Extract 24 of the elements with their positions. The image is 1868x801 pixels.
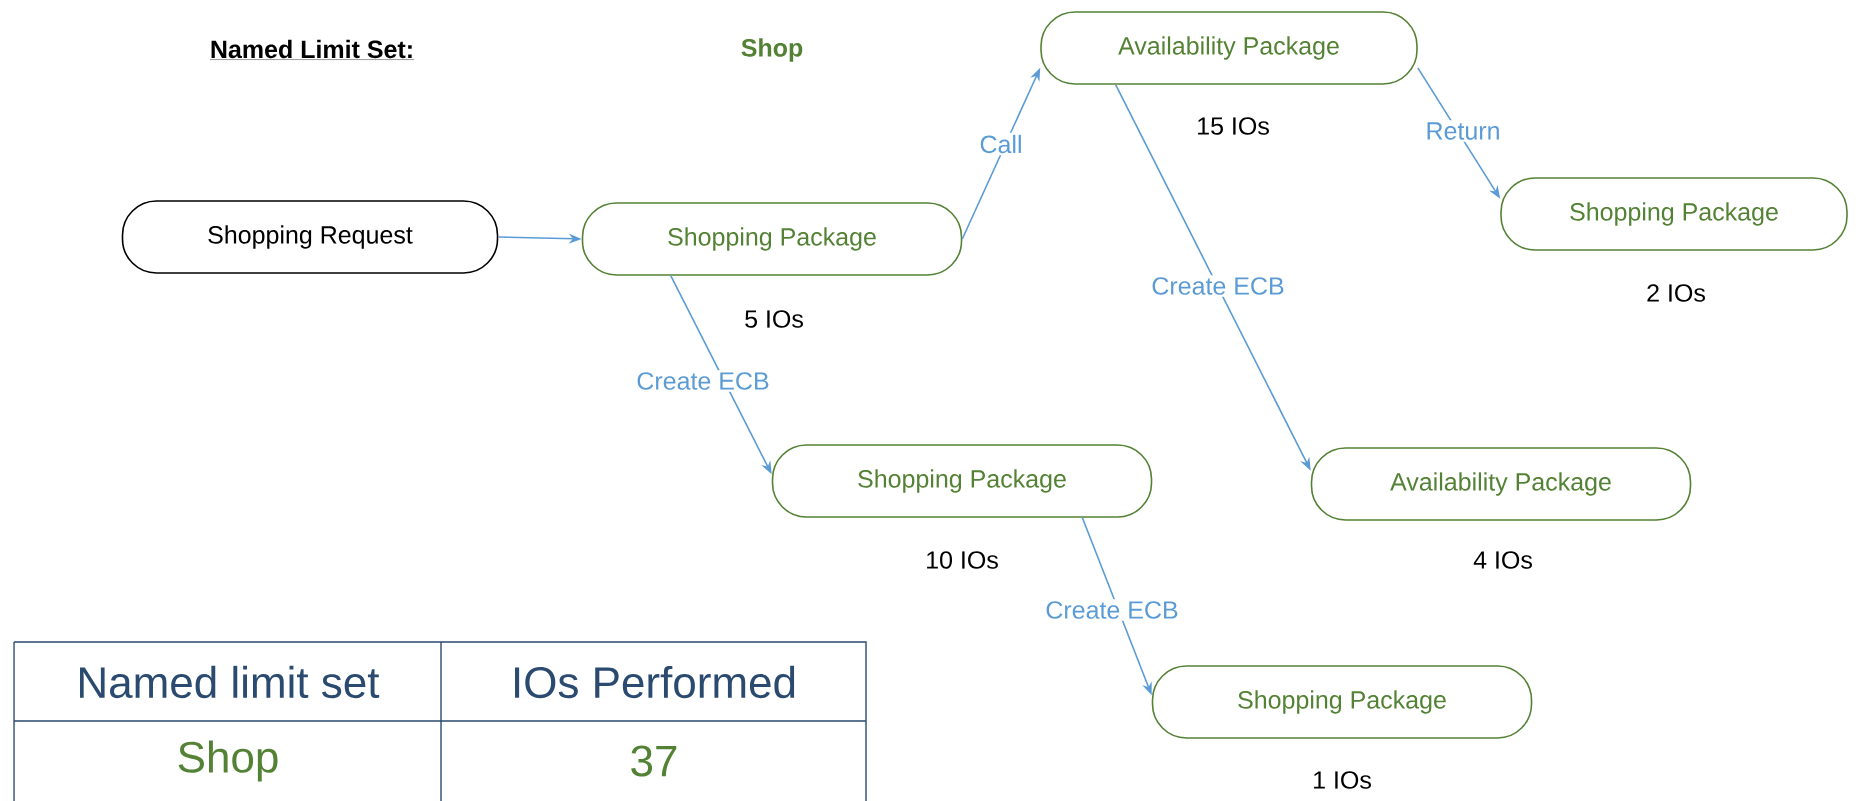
process-box: Shopping Package [581, 202, 963, 276]
table-cell: 37 [631, 745, 677, 777]
edge-label: Create ECB [634, 370, 772, 392]
process-box: Shopping Package [1500, 177, 1848, 251]
heading-value: Shop [741, 38, 803, 62]
table-header: Named limit set [80, 665, 380, 699]
table-header: IOs Performed [515, 665, 795, 699]
edge-label: Create ECB [1043, 599, 1181, 621]
edge-label: Create ECB [1149, 275, 1287, 297]
io-count: 4 IOs [1473, 551, 1532, 569]
process-box: Availability Package [1040, 11, 1418, 85]
io-count: 15 IOs [1198, 117, 1269, 135]
process-box: Shopping Package [771, 444, 1153, 518]
io-count: 1 IOs [1314, 771, 1371, 789]
io-count: 5 IOs [745, 310, 803, 328]
edge-label: Call [977, 132, 1025, 156]
edge-label: Return [1423, 120, 1503, 142]
process-box: Availability Package [1310, 447, 1692, 521]
process-box: Shopping Request [121, 200, 499, 274]
process-box: Shopping Package [1151, 665, 1533, 739]
heading: Named Limit Set: [209, 39, 415, 60]
io-count: 2 IOs [1647, 284, 1705, 302]
io-count: 10 IOs [927, 551, 998, 569]
table-cell: Shop [178, 740, 278, 782]
